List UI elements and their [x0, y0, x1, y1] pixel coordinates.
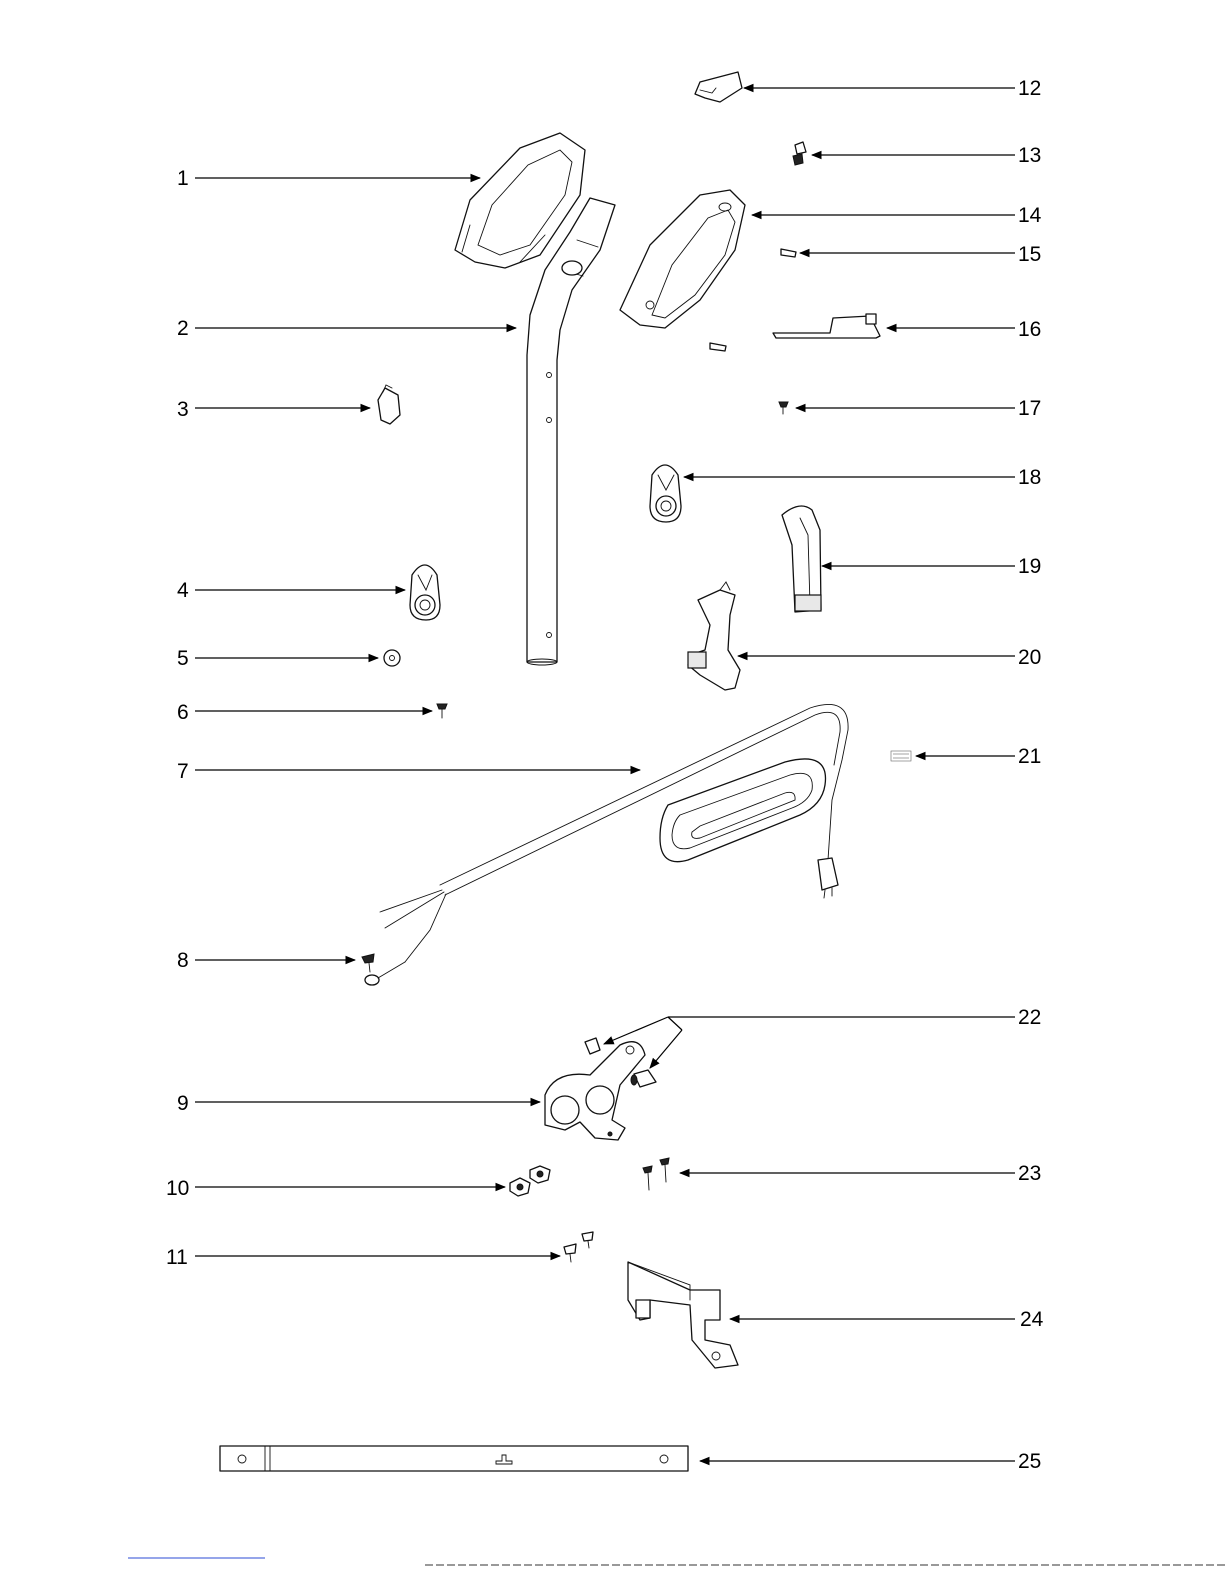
callout-22: 22 [1018, 1006, 1041, 1029]
callout-9: 9 [177, 1092, 189, 1115]
callout-19: 19 [1018, 555, 1041, 578]
part-25-support-bar [220, 1446, 688, 1471]
callout-3: 3 [177, 398, 189, 421]
part-23-screws [643, 1158, 669, 1190]
part-2-handle-tube [527, 198, 615, 665]
callout-2: 2 [177, 317, 189, 340]
callout-numbers: 1 2 3 4 5 6 7 8 9 10 11 12 13 14 15 16 1… [166, 77, 1044, 1473]
callout-1: 1 [177, 167, 189, 190]
part-9-hinge-bracket [545, 1042, 645, 1140]
callout-18: 18 [1018, 466, 1041, 489]
callout-11: 11 [166, 1246, 188, 1269]
part-3-switch [378, 385, 400, 424]
callout-25: 25 [1018, 1450, 1041, 1473]
callout-7: 7 [177, 760, 189, 783]
part-14-handle-half-right [620, 190, 745, 328]
part-20-housing-bracket [688, 582, 740, 690]
part-12-clip [695, 72, 742, 102]
callout-17: 17 [1018, 397, 1041, 420]
part-5-washer [384, 650, 400, 666]
page-footer [128, 1558, 1225, 1565]
leader-lines [195, 88, 1015, 1461]
part-21-label [891, 751, 911, 761]
callout-13: 13 [1018, 144, 1041, 167]
callout-6: 6 [177, 701, 189, 724]
part-15-screw [781, 249, 796, 257]
part-7-power-cord [380, 704, 848, 962]
callout-15: 15 [1018, 243, 1041, 266]
part-6-screw [437, 704, 447, 718]
part-18-cord-hook [650, 465, 681, 522]
part-11-screws [564, 1232, 593, 1262]
callout-10: 10 [166, 1177, 189, 1200]
callout-14: 14 [1018, 204, 1042, 227]
callout-21: 21 [1018, 745, 1041, 768]
part-14-mounting-screw [710, 343, 726, 351]
callout-12: 12 [1018, 77, 1041, 100]
callout-24: 24 [1020, 1308, 1044, 1331]
part-10-nuts [510, 1166, 550, 1196]
callout-4: 4 [177, 579, 189, 602]
callout-8: 8 [177, 949, 189, 972]
callout-5: 5 [177, 647, 189, 670]
callout-16: 16 [1018, 318, 1041, 341]
part-24-cord-bracket [628, 1262, 738, 1368]
part-16-switch-plate [773, 314, 880, 338]
part-4-cord-hook [410, 565, 440, 620]
callout-20: 20 [1018, 646, 1041, 669]
part-8-ground-screw [362, 954, 405, 985]
part-17-screw [779, 402, 788, 414]
callout-23: 23 [1018, 1162, 1041, 1185]
part-19-handle-grip [782, 506, 821, 612]
part-13-wire-nuts [793, 142, 806, 165]
